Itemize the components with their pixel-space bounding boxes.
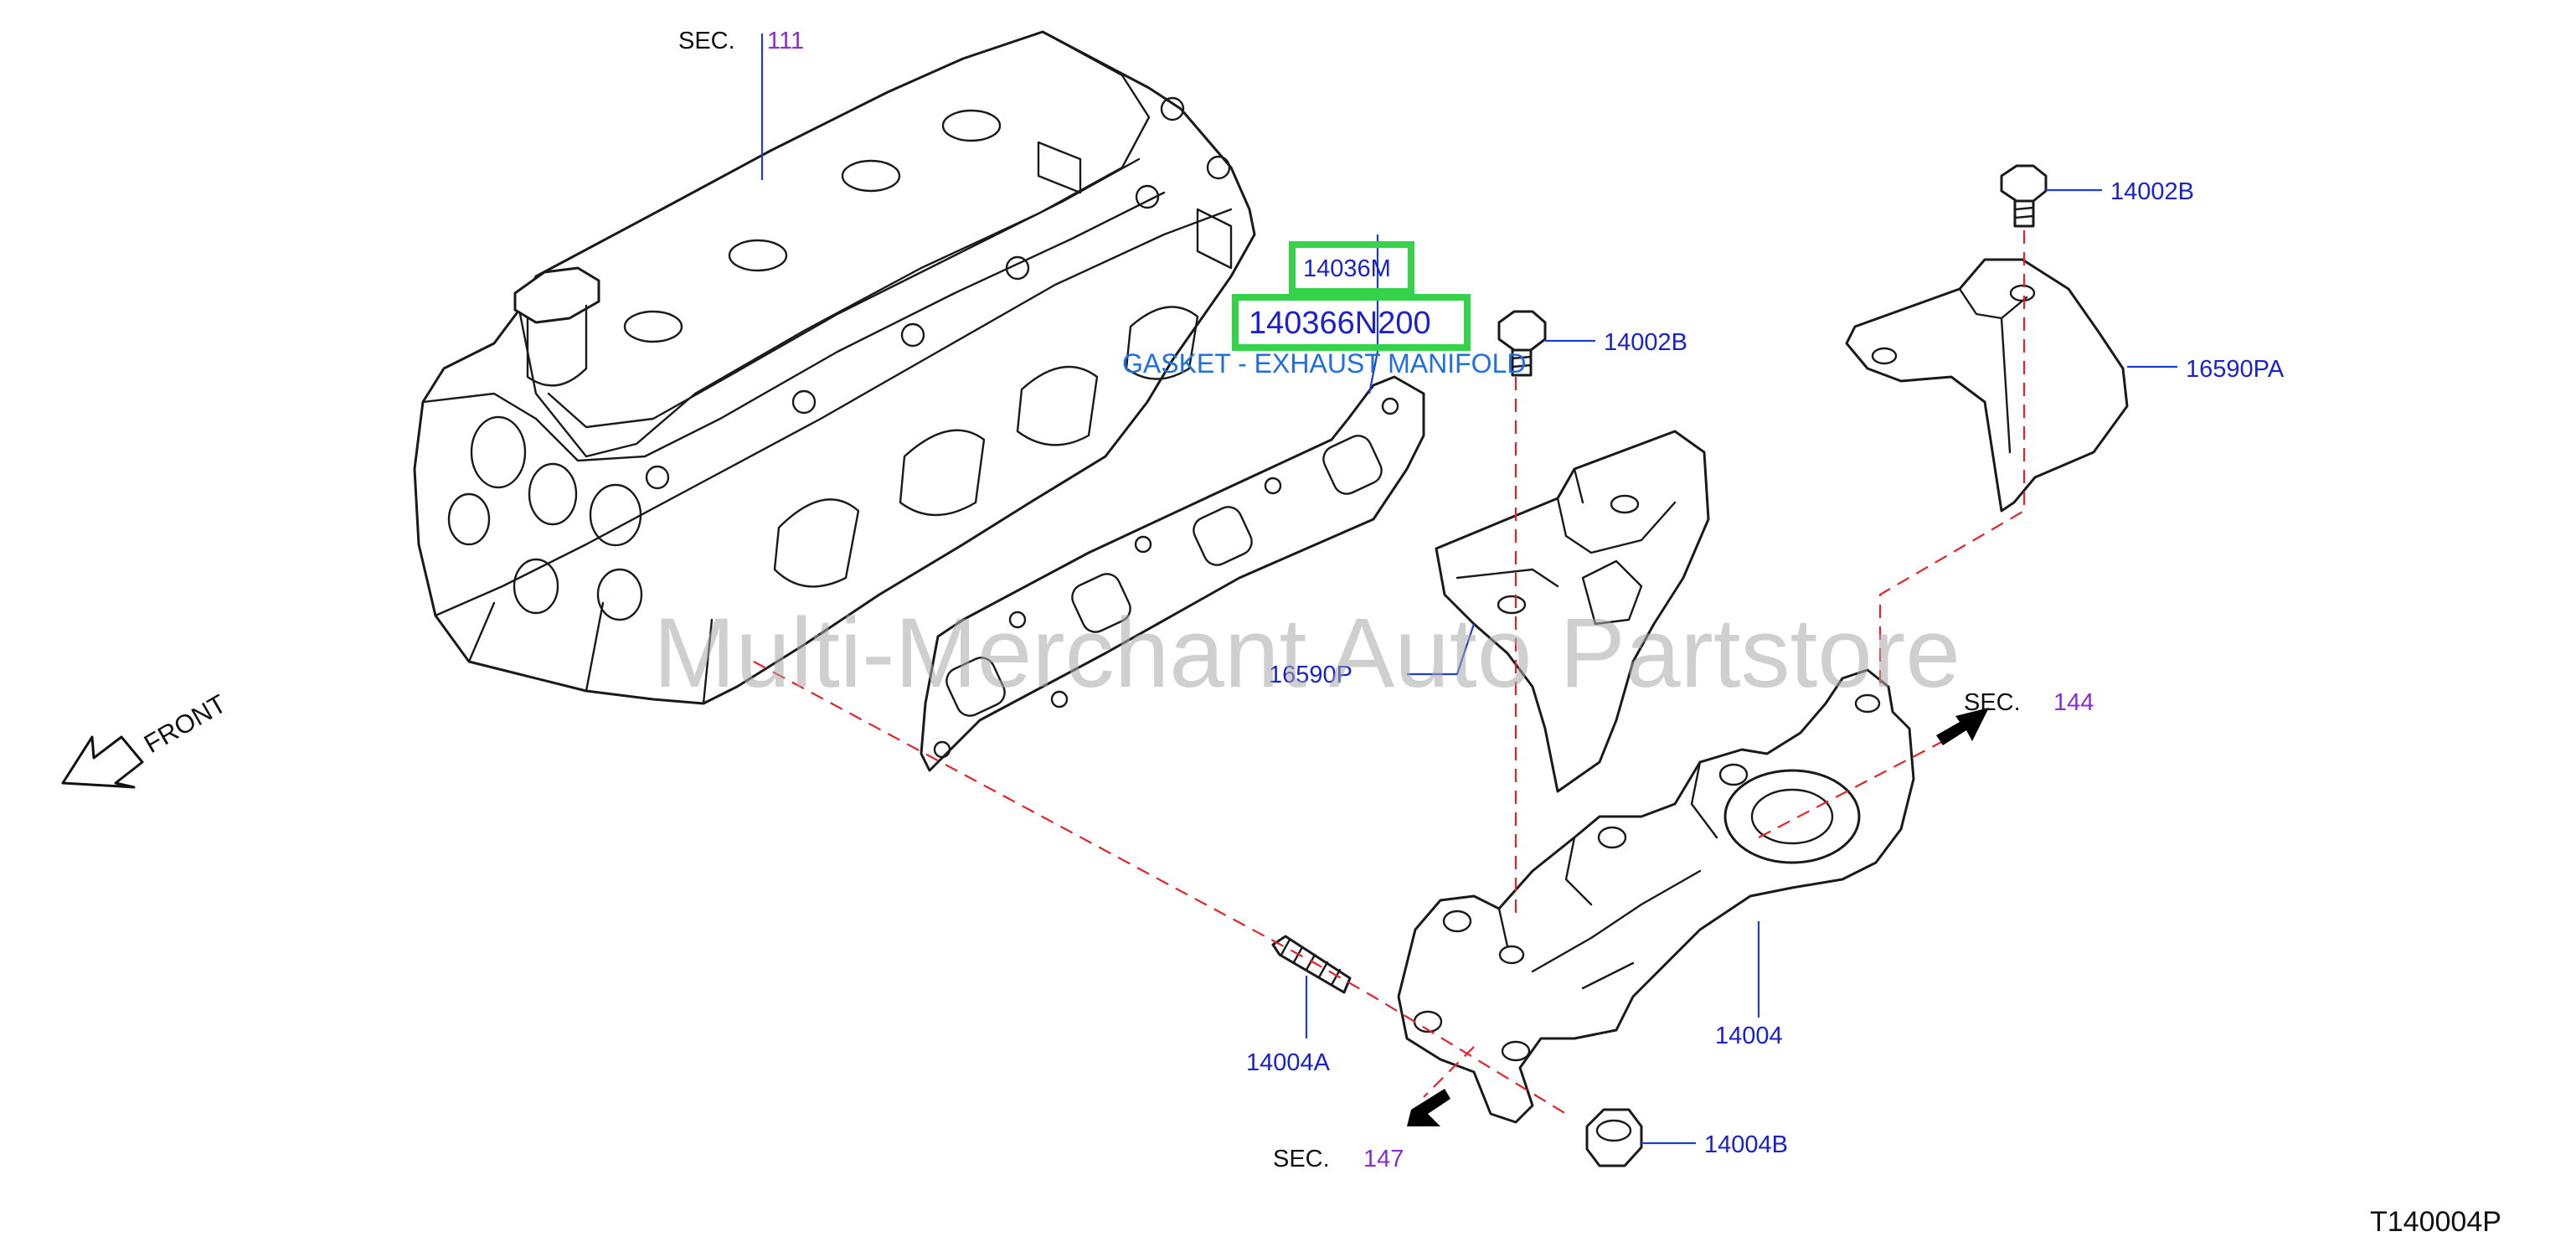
sec-147-prefix: SEC.	[1273, 1146, 1330, 1172]
stud-14004a[interactable]	[1271, 935, 1352, 994]
exhaust-manifold-14004[interactable]	[1397, 668, 1915, 1124]
heat-shield-16590pa[interactable]	[1845, 258, 2129, 513]
part-label-16590p[interactable]: 16590P	[1269, 662, 1352, 688]
solid-arrow-icon	[1407, 1089, 1450, 1126]
sec-144-number[interactable]: 144	[2053, 689, 2094, 716]
leader-lines	[760, 33, 2177, 1145]
part-label-16590pa[interactable]: 16590PA	[2186, 356, 2285, 383]
part-label-140366n200[interactable]: 140366N200	[1249, 306, 1431, 341]
part-label-14004[interactable]: 14004	[1715, 1023, 1783, 1049]
highlight-box-140366n200	[1232, 294, 1471, 351]
solid-arrow-icon	[1936, 708, 1989, 745]
sec-147-number[interactable]: 147	[1363, 1146, 1404, 1172]
sec-111-prefix: SEC.	[678, 28, 735, 54]
alignment-lines	[753, 230, 2026, 1115]
part-label-14004b[interactable]: 14004B	[1704, 1131, 1788, 1158]
sec-144-prefix: SEC.	[1964, 689, 2021, 716]
front-direction-label: FRONT	[139, 688, 231, 759]
part-label-14002b-top[interactable]: 14002B	[2110, 178, 2194, 205]
heat-shield-16590p[interactable]	[1435, 430, 1710, 793]
nut-14004b[interactable]	[1585, 1108, 1643, 1167]
bolt-14002b-mid[interactable]	[1497, 310, 1547, 377]
highlight-box-14036m	[1289, 241, 1414, 295]
part-label-14036m[interactable]: 14036M	[1303, 255, 1391, 282]
part-description-gasket: GASKET - EXHAUST MANIFOLD	[1122, 348, 1526, 379]
outline-arrow-down-left-icon	[61, 735, 144, 789]
part-label-14004a[interactable]: 14004A	[1246, 1049, 1331, 1076]
gasket-exhaust-manifold[interactable]	[920, 375, 1425, 772]
cylinder-head[interactable]	[413, 30, 1256, 705]
watermark: Multi-Merchant Auto Partstore	[653, 598, 1960, 709]
sec-111-number[interactable]: 111	[767, 28, 804, 54]
bolt-14002b-top[interactable]	[2000, 164, 2048, 228]
diagram-code: T140004P	[2370, 1206, 2501, 1238]
part-label-14002b-mid[interactable]: 14002B	[1604, 329, 1687, 356]
